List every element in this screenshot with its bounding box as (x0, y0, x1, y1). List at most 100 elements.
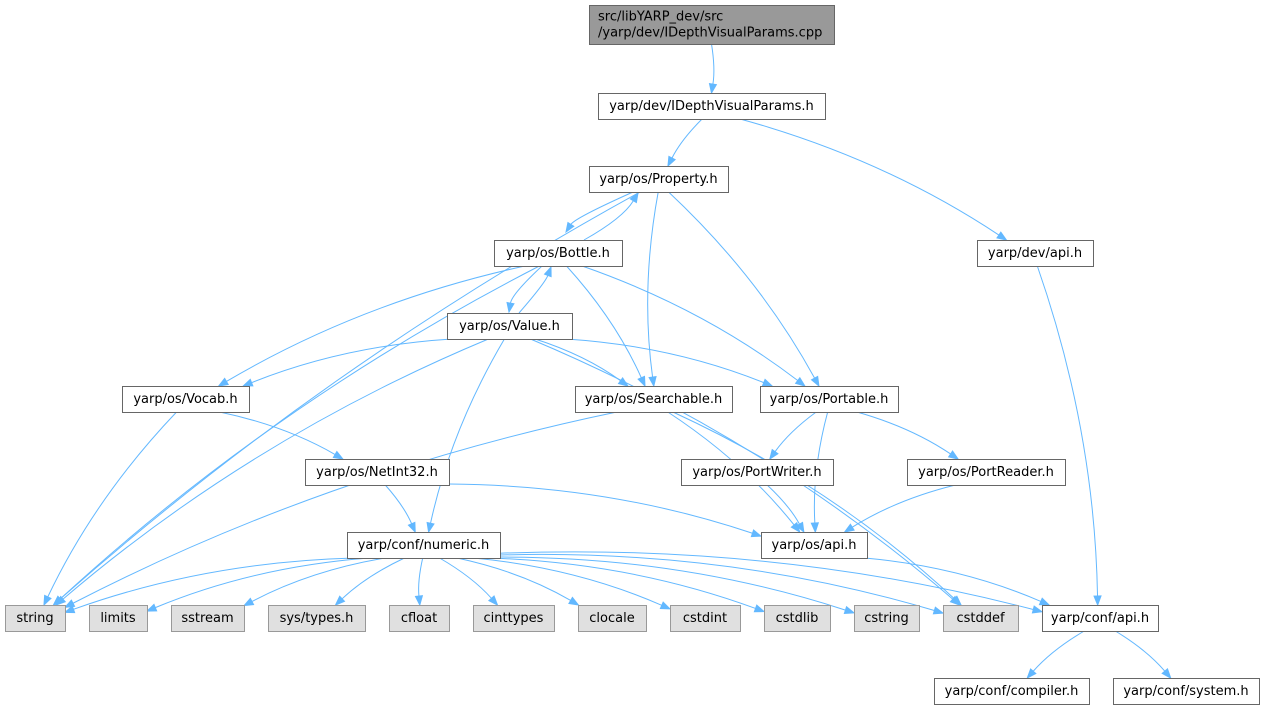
edge-line (418, 557, 424, 597)
edge-line (672, 411, 955, 600)
edge-numeric-to-cinttypes (439, 557, 499, 607)
node-box (761, 532, 868, 559)
node-confapi[interactable]: yarp/conf/api.h (1042, 605, 1159, 632)
edge-arrowhead (407, 521, 416, 534)
edge-arrowhead (217, 377, 230, 387)
edge-bottle-to-value (506, 265, 543, 314)
node-netint32[interactable]: yarp/os/NetInt32.h (305, 459, 450, 486)
node-label: yarp/os/Property.h (599, 172, 717, 187)
edge-idvp-to-devapi (739, 118, 1008, 241)
edge-line (581, 265, 799, 381)
node-numeric[interactable]: yarp/conf/numeric.h (347, 532, 501, 559)
edge-line (671, 118, 703, 159)
edge-bottle-to-vocab (217, 265, 525, 387)
edge-line (1032, 630, 1085, 672)
node-idvp[interactable]: yarp/dev/IDepthVisualParams.h (598, 93, 826, 120)
node-string: string (5, 605, 66, 632)
node-label: yarp/os/api.h (772, 538, 857, 553)
edge-arrowhead (426, 521, 435, 534)
edge-arrowhead (241, 378, 254, 387)
edge-arrowhead (487, 595, 499, 607)
node-portable[interactable]: yarp/os/Portable.h (760, 386, 899, 413)
edge-vocab-to-string (43, 411, 177, 607)
edge-value-to-portable (566, 338, 774, 387)
edge-line (766, 484, 800, 525)
node-label: sstream (181, 611, 233, 626)
nodes-layer: src/libYARP_dev/src/yarp/dev/IDepthVisua… (5, 5, 1260, 705)
node-cstdint: cstdint (670, 605, 741, 632)
edge-arrowhead (947, 450, 960, 460)
edge-arrowhead (637, 375, 646, 388)
node-box (347, 532, 501, 559)
edge-line (155, 557, 370, 609)
edge-arrowhead (761, 378, 774, 387)
edge-arrowhead (568, 596, 580, 606)
edge-line (499, 556, 846, 611)
edge-numeric-to-cstdlib (489, 557, 766, 613)
edge-confapi-to-compiler (1026, 630, 1085, 680)
edge-numeric-to-systypes (334, 557, 405, 606)
node-box (907, 459, 1066, 486)
node-value[interactable]: yarp/os/Value.h (447, 313, 573, 340)
edge-arrowhead (769, 448, 779, 461)
node-label: string (16, 611, 53, 626)
edge-line (668, 191, 816, 379)
node-portwriter[interactable]: yarp/os/PortWriter.h (681, 459, 834, 486)
edge-line (739, 118, 1000, 236)
edge-numeric-to-cstddef (499, 553, 945, 615)
edge-line (439, 557, 492, 599)
node-box (598, 93, 826, 120)
node-box (389, 605, 450, 632)
node-label: cinttypes (484, 611, 544, 626)
edge-bottle-to-portable (581, 265, 806, 387)
edge-numeric-to-sstream (242, 557, 386, 607)
edge-line (251, 557, 386, 602)
node-label: cstdint (683, 611, 727, 626)
node-systypes: sys/types.h (268, 605, 366, 632)
node-portreader[interactable]: yarp/os/PortReader.h (907, 459, 1066, 486)
node-box (760, 386, 899, 413)
edge-line (499, 551, 1034, 610)
node-box (589, 5, 835, 45)
edge-bottle-to-property (583, 191, 639, 241)
edge-arrowhead (932, 606, 945, 615)
edge-portreader-to-osapi (843, 484, 956, 533)
node-osapi[interactable]: yarp/os/api.h (761, 532, 868, 559)
node-property[interactable]: yarp/os/Property.h (589, 166, 729, 193)
edge-line (219, 411, 336, 455)
node-label: yarp/os/Value.h (459, 319, 560, 334)
edge-arrowhead (1026, 668, 1037, 680)
edge-value-to-searchable (534, 338, 629, 387)
edge-osapi-to-confapi (864, 557, 1051, 606)
edge-arrowhead (996, 231, 1008, 241)
node-bottle[interactable]: yarp/os/Bottle.h (494, 240, 623, 267)
edge-line (711, 43, 715, 85)
edge-vocab-to-netint32 (219, 411, 345, 460)
edge-line (448, 483, 753, 534)
node-label: sys/types.h (280, 611, 354, 626)
edge-arrowhead (1031, 605, 1044, 614)
node-box (5, 605, 66, 632)
edge-line (341, 557, 405, 600)
edge-arrowhead (667, 155, 677, 168)
edge-line (856, 411, 951, 455)
node-clocale: clocale (578, 605, 647, 632)
node-devapi[interactable]: yarp/dev/api.h (977, 240, 1094, 267)
node-limits: limits (89, 605, 148, 632)
node-label: yarp/conf/system.h (1123, 684, 1248, 699)
node-compiler[interactable]: yarp/conf/compiler.h (934, 678, 1090, 705)
node-box (943, 605, 1019, 632)
edge-arrowhead (708, 82, 718, 95)
node-label: /yarp/dev/IDepthVisualParams.cpp (598, 26, 822, 41)
edge-arrowhead (843, 605, 856, 614)
edge-arrowhead (794, 376, 806, 387)
node-label: cstring (864, 611, 908, 626)
node-searchable[interactable]: yarp/os/Searchable.h (575, 386, 733, 413)
node-box (1113, 678, 1260, 705)
node-vocab[interactable]: yarp/os/Vocab.h (122, 386, 250, 413)
edge-arrowhead (951, 595, 963, 606)
node-label: cstddef (956, 611, 1005, 626)
edge-value-to-vocab (241, 338, 452, 387)
node-system[interactable]: yarp/conf/system.h (1113, 678, 1260, 705)
node-root[interactable]: src/libYARP_dev/src/yarp/dev/IDepthVisua… (589, 5, 835, 45)
